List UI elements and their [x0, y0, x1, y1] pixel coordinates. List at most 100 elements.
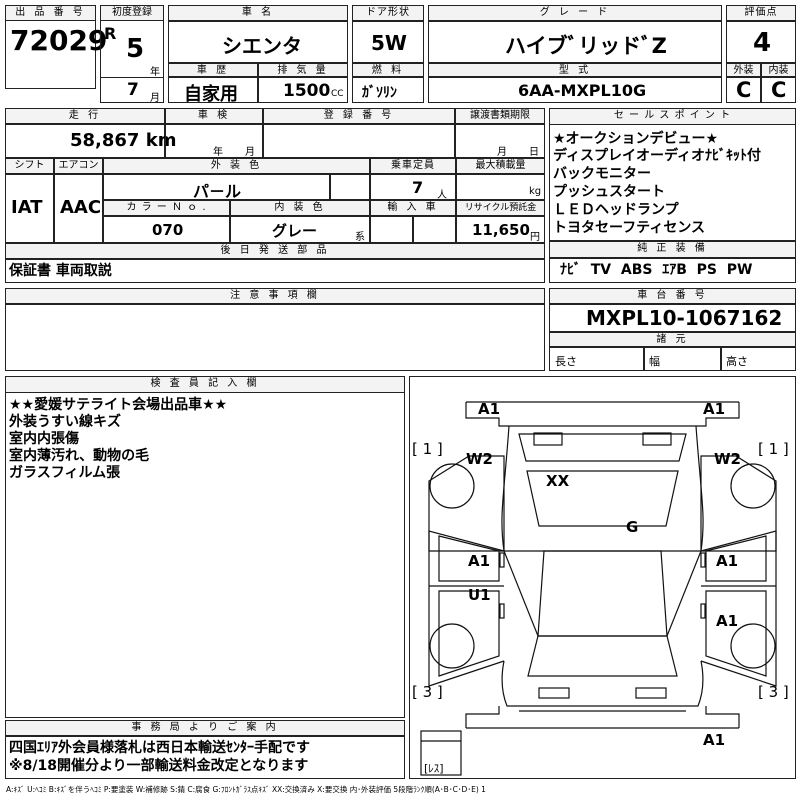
lot-number-label: 出 品 番 号	[5, 5, 96, 21]
mark-a1-front-left: A1	[478, 400, 501, 418]
interior-color-value: グレー	[272, 222, 318, 240]
capacity-unit: 人	[437, 190, 447, 201]
mark-u1: U1	[468, 586, 491, 604]
inspector-line-2: 外装うすい線キズ	[9, 414, 121, 430]
interior-color-suffix: 系	[355, 232, 365, 243]
grade-label: グ レ ー ド	[428, 5, 722, 21]
mileage-value: 58,867 km	[70, 130, 177, 151]
sales-point-3: バックモニター	[553, 166, 651, 182]
exterior-label: 外装	[726, 63, 761, 77]
recycle-unit: 円	[530, 232, 540, 243]
car-diagram	[420, 401, 777, 776]
sales-points-label: セ ー ル ス ポ イ ン ト	[549, 108, 796, 125]
mark-w2-right: W2	[714, 450, 741, 468]
import-label: 輸 入 車	[370, 200, 456, 216]
exterior-cell	[726, 77, 761, 103]
mark-g: G	[626, 518, 639, 536]
displacement-cell	[258, 77, 348, 103]
registration-era: R	[104, 24, 117, 43]
bracket-top-right: [ 1 ]	[758, 440, 789, 458]
capacity-label: 乗車定員	[370, 158, 456, 174]
fuel-label: 燃 料	[352, 63, 424, 77]
history-cell	[168, 77, 258, 103]
later-parts-text: 保証書 車両取説	[9, 263, 112, 279]
transfer-cell	[455, 124, 545, 158]
shift-cell	[5, 174, 54, 243]
import-cell-right	[413, 216, 456, 243]
interior-color-label: 内 装 色	[230, 200, 370, 216]
registration-year: 5	[126, 34, 145, 64]
width-cell	[644, 347, 721, 371]
inspection-month-unit: 月	[245, 147, 255, 158]
lot-number: 72029	[10, 24, 108, 57]
reg-number-label: 登 録 番 号	[263, 108, 455, 124]
registration-month: 7	[127, 80, 139, 100]
car-diagram-box	[409, 376, 796, 779]
length-label: 長さ	[555, 355, 577, 368]
transfer-month-unit: 月	[497, 147, 507, 158]
mileage-cell	[5, 124, 165, 158]
notes-label: 注 意 事 項 欄	[5, 288, 545, 304]
height-label: 高さ	[726, 355, 748, 368]
office-cell	[5, 736, 405, 779]
max-load-unit: kg	[529, 186, 542, 197]
sales-point-5: ＬＥＤヘッドランプ	[553, 202, 679, 218]
displacement-unit: CC	[331, 89, 344, 99]
month-unit: 月	[150, 93, 160, 104]
grade-cell	[428, 21, 722, 63]
grade-value: ハイブﾞリッドﾞZ	[505, 34, 667, 58]
model-value: 6AA-MXPL10G	[518, 81, 647, 100]
color-no-value: 070	[152, 221, 184, 239]
transfer-label: 譲渡書類期限	[455, 108, 545, 124]
month-divider	[100, 77, 164, 103]
office-label: 事 務 局 よ り ご 案 内	[5, 720, 405, 736]
year-unit: 年	[150, 67, 160, 78]
model-label: 型 式	[428, 63, 722, 77]
capacity-value: 7	[412, 178, 424, 197]
length-cell	[549, 347, 644, 371]
recycle-label: リサイクル預託金	[456, 200, 545, 216]
interior-label: 内装	[761, 63, 796, 77]
mark-xx: XX	[546, 472, 570, 490]
door-label: ドア形状	[352, 5, 424, 21]
height-cell	[721, 347, 796, 371]
later-parts-cell	[5, 259, 545, 283]
history-value: 自家用	[184, 84, 238, 105]
recycle-cell	[456, 216, 545, 243]
chassis-value: MXPL10-1067162	[586, 306, 783, 330]
first-registration-label: 初度登録	[100, 5, 164, 21]
inspector-line-1: ★★愛媛サテライト会場出品車★★	[9, 397, 228, 413]
sales-point-2: ディスプレイオーディオﾅﾋﾞｷｯﾄ付	[553, 148, 762, 164]
inspector-line-5: ガラスフィルム張	[9, 465, 121, 481]
inspector-line-3: 室内内張傷	[9, 431, 79, 447]
chassis-label: 車 台 番 号	[549, 288, 796, 304]
mark-a1-left-mid: A1	[468, 552, 491, 570]
model-cell	[428, 77, 722, 103]
sales-point-1: ★オークションデビュー★	[553, 131, 719, 147]
legend: A:ｷｽﾞ U:ﾍｺﾐ B:ｷｽﾞを伴うﾍｺﾐ P:要塗装 W:補修跡 S:錆 …	[6, 785, 486, 794]
color-extra-cell	[330, 174, 370, 200]
office-line-1: 四国ｴﾘｱ外会員様落札は西日本輸送ｾﾝﾀｰ手配です	[9, 740, 310, 756]
score-label: 評価点	[726, 5, 796, 21]
mark-a1-right-rear: A1	[716, 612, 739, 630]
score-value: 4	[753, 28, 772, 58]
color-label: 外 装 色	[103, 158, 370, 174]
car-name: シエンタ	[222, 34, 302, 58]
ac-label: エアコン	[54, 158, 103, 174]
mileage-label: 走 行	[5, 108, 165, 124]
color-cell	[103, 174, 330, 200]
car-name-cell	[168, 21, 348, 63]
car-name-label: 車 名	[168, 5, 348, 21]
bracket-bottom-left: [ 3 ]	[412, 683, 443, 701]
interior-color-cell	[230, 216, 370, 243]
dims-label: 諸 元	[549, 332, 796, 347]
equipment-cell	[549, 258, 796, 283]
later-parts-label: 後 日 発 送 部 品	[5, 243, 545, 259]
interior-cell	[761, 77, 796, 103]
color-no-cell	[103, 216, 230, 243]
inspector-line-4: 室内薄汚れ、動物の毛	[9, 448, 150, 464]
ac-value: AAC	[60, 197, 102, 218]
notes-cell	[5, 304, 545, 371]
import-cell-left	[370, 216, 413, 243]
width-label: 幅	[649, 355, 660, 368]
